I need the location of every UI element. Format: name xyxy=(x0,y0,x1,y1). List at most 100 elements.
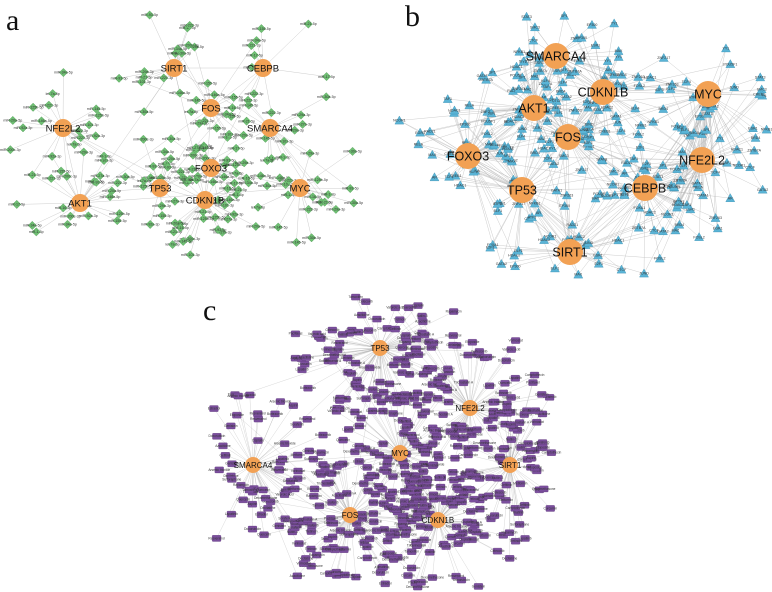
leaf-label: EGR1 xyxy=(713,227,723,231)
leaf-label: TCF4 xyxy=(682,80,691,84)
diamond-icon xyxy=(223,214,233,224)
leaf-label: Valproic acid xyxy=(393,371,411,375)
leaf-label: Bortezomib xyxy=(409,403,425,407)
diamond-icon xyxy=(290,125,300,135)
leaf-label: miR-93-5p xyxy=(219,158,236,162)
hub-label-smarca4: SMARCA4 xyxy=(247,123,293,134)
leaf-label: miR-21-5p xyxy=(136,75,153,79)
leaf-label: FOSL2 xyxy=(693,235,704,239)
diamond-icon xyxy=(296,110,306,120)
leaf-label: let-7a-5p xyxy=(184,110,198,114)
leaf-label: Trichostatin A xyxy=(346,361,366,365)
leaf-label: Etoposide xyxy=(368,492,382,496)
leaf-label: Metformin xyxy=(291,453,305,457)
leaf-label: miR-221-3p xyxy=(171,170,190,174)
leaf-label: KLF4 xyxy=(469,170,478,174)
leaf-label: RAD21 xyxy=(567,223,579,227)
leaf-label: STAT3 xyxy=(702,112,713,116)
leaf-label: TAF1 xyxy=(543,85,552,89)
diamond-icon xyxy=(250,50,260,60)
leaf-label: Quercetin xyxy=(256,488,270,492)
leaf-label: miR-101-3p xyxy=(132,80,151,84)
diamond-icon xyxy=(99,151,109,161)
leaf-label: miR-92a-3p xyxy=(79,214,98,218)
diamond-icon xyxy=(138,181,148,191)
leaf-label: miR-221-3p xyxy=(39,103,58,107)
leaf-label: Decitabine xyxy=(260,506,275,510)
leaf-label: MAZ xyxy=(531,74,539,78)
leaf-label: Resveratrol xyxy=(403,433,420,437)
leaf-label: miR-155-5p xyxy=(207,126,226,130)
leaf-label: Dexamethasone xyxy=(473,441,496,445)
leaf-label: miR-146a-5p xyxy=(203,180,224,184)
leaf-label: Estradiol xyxy=(353,424,366,428)
leaf-label: miR-155-5p xyxy=(222,115,241,119)
leaf-label: miR-200c-3p xyxy=(178,43,199,47)
leaf-label: miR-92a-3p xyxy=(86,134,105,138)
leaf-label: E2F1 xyxy=(594,262,603,266)
leaf-label: Sorafenib xyxy=(400,528,414,532)
leaf-label: STAT3 xyxy=(596,158,607,162)
edge xyxy=(204,199,256,227)
leaf-label: miR-101-3p xyxy=(275,140,294,144)
diamond-icon xyxy=(283,190,293,200)
leaf-label: EP300 xyxy=(559,204,570,208)
leaf-label: MAX xyxy=(428,153,436,157)
leaf-label: miR-200c-3p xyxy=(183,153,204,157)
leaf-label: miR-20a-5p xyxy=(166,221,185,225)
leaf-label: miR-27a-3p xyxy=(187,146,206,150)
diamond-icon xyxy=(284,176,294,186)
hub-label-myc: MYC xyxy=(694,88,722,102)
leaf-label: let-7a-5p xyxy=(137,179,151,183)
leaf-label: miR-200c-3p xyxy=(133,138,154,142)
hub-label-cdkn1b: CDKN1B xyxy=(422,516,454,525)
leaf-label: BRD4 xyxy=(530,151,540,155)
leaf-label: Celecoxib xyxy=(425,366,439,370)
leaf-label: TAF1 xyxy=(443,97,452,101)
diamond-icon xyxy=(194,119,204,128)
leaf-label: SMC3 xyxy=(757,88,767,92)
leaf-label: Sulforaphane xyxy=(339,532,358,536)
leaf-label: FOXA1 xyxy=(502,147,514,151)
leaf-label: miR-101-3p xyxy=(220,132,239,136)
leaf-label: miR-21-5p xyxy=(165,230,182,234)
leaf-label: miR-146a-5p xyxy=(31,119,52,123)
diamond-icon xyxy=(166,154,176,164)
leaf-label: ZNF217 xyxy=(657,56,670,60)
leaf-label: miR-21-5p xyxy=(184,167,201,171)
leaf-label: Lapatinib xyxy=(509,376,522,380)
leaf-label: Bortezomib xyxy=(362,537,378,541)
diamond-icon xyxy=(120,172,130,182)
leaf-label: Metformin xyxy=(513,482,527,486)
leaf-label: Trichostatin A xyxy=(298,518,318,522)
leaf-label: Azacitidine xyxy=(332,494,348,498)
leaf-label: GATA2 xyxy=(657,229,668,233)
leaf-label: TAF1 xyxy=(630,157,639,161)
leaf-label: ZNF263 xyxy=(666,82,679,86)
leaf-label: MAX xyxy=(592,197,600,201)
leaf-label: Doxorubicin xyxy=(244,527,261,531)
leaf-label: Doxorubicin xyxy=(208,434,225,438)
leaf-label: Vorinostat xyxy=(296,561,310,565)
leaf-label: Nutlin-3 xyxy=(506,438,517,442)
leaf-label: Decitabine xyxy=(502,556,517,560)
leaf-label: miR-20a-5p xyxy=(234,133,253,137)
leaf-label: Curcumin xyxy=(383,532,397,536)
leaf-label: miR-101-3p xyxy=(95,159,114,163)
leaf-label: Rapamycin xyxy=(395,522,411,526)
leaf-label: miR-20a-5p xyxy=(188,174,207,178)
leaf-label: Estradiol xyxy=(255,513,268,517)
leaf-label: Vorinostat xyxy=(348,410,362,414)
leaf-label: miR-145-5p xyxy=(269,225,288,229)
leaf-label: Curcumin xyxy=(543,506,557,510)
hub-label-myc: MYC xyxy=(289,183,310,194)
leaf-label: miR-17-5p xyxy=(179,26,196,30)
diamond-icon xyxy=(113,178,123,188)
hub-edge xyxy=(204,107,212,201)
leaf-label: Azacitidine xyxy=(415,320,431,324)
edge xyxy=(16,202,81,205)
leaf-label: miR-200c-3p xyxy=(60,214,81,218)
panel-b-network: EP300ZNF263CTCFSTAT3E2F1SP1JUNRELANFKB1Y… xyxy=(393,10,772,279)
leaf-label: miR-125b-5p xyxy=(193,217,214,221)
leaf-label: Paclitaxel xyxy=(354,416,368,420)
